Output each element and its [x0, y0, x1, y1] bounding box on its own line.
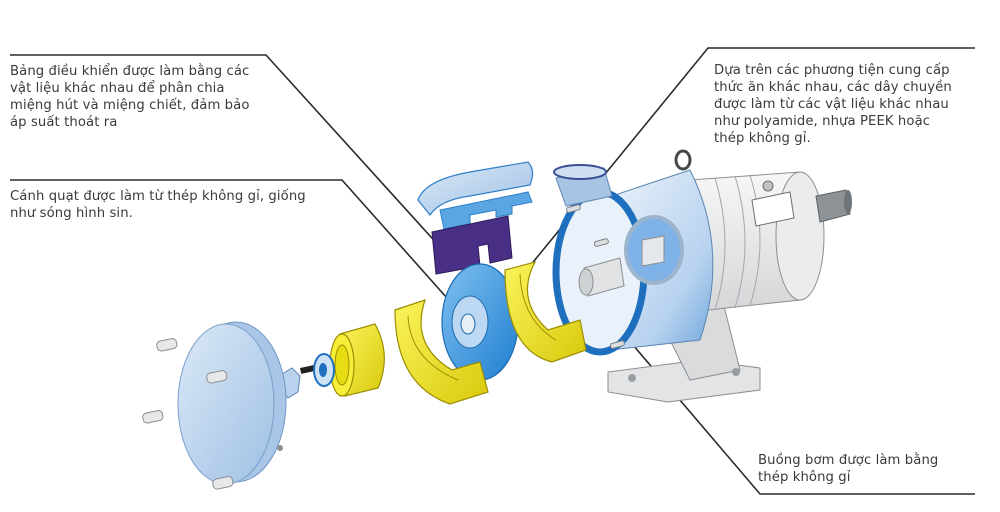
- chain-segment-left: [394, 299, 489, 405]
- callout-impeller: Cánh quạt được làm từ thép không gỉ, giố…: [10, 189, 306, 221]
- pump-chamber: [552, 164, 714, 356]
- leader-impeller: [10, 179, 496, 353]
- leader-control-panel: [10, 54, 451, 259]
- callout-pump-chamber: Buồng bơm được làm bằng thép không gỉ: [758, 453, 939, 485]
- callout-chain: Dựa trên các phương tiện cung cấp thức ă…: [714, 63, 952, 146]
- nut-bolt-part: [279, 353, 335, 399]
- control-panel-part: [417, 161, 534, 275]
- bushing-part: [329, 323, 385, 397]
- chain-segment-right: [504, 261, 587, 363]
- front-cover-plate: [142, 321, 287, 490]
- callout-control-panel: Bảng điều khiển được làm bằng các vật li…: [10, 64, 250, 130]
